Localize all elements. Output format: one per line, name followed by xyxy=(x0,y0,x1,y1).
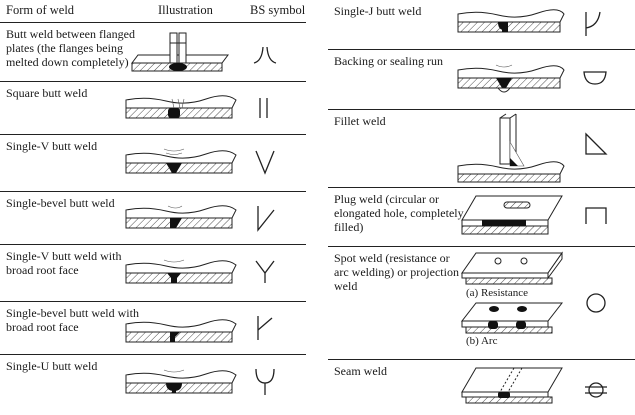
weld-name: Square butt weld xyxy=(6,86,88,100)
square-butt-illustration xyxy=(125,95,237,119)
table-header: Form of weld Illustration BS symbol xyxy=(0,0,306,23)
seam-weld-illustration xyxy=(461,367,563,404)
row-square-butt-weld: Square butt weld xyxy=(0,82,306,135)
header-form: Form of weld xyxy=(6,3,75,17)
single-v-symbol xyxy=(255,150,275,175)
single-v-broad-root-illustration xyxy=(125,259,237,284)
weld-name: Backing or sealing run xyxy=(334,54,443,68)
row-single-bevel-butt-weld: Single-bevel butt weld xyxy=(0,192,306,245)
row-fillet-weld: Fillet weld xyxy=(328,110,635,188)
left-column: Form of weld Illustration BS symbol Butt… xyxy=(0,0,306,411)
spot-arc-label: (b) Arc xyxy=(466,335,498,347)
fillet-weld-symbol xyxy=(585,132,608,155)
backing-run-symbol xyxy=(583,71,607,85)
row-seam-weld: Seam weld xyxy=(328,360,635,415)
plug-weld-illustration xyxy=(461,195,563,235)
single-v-illustration xyxy=(125,148,237,174)
weld-name: Seam weld xyxy=(334,364,387,378)
single-v-broad-root-symbol xyxy=(255,260,275,283)
weld-name: Fillet weld xyxy=(334,114,386,128)
flanged-butt-symbol xyxy=(253,46,277,64)
single-bevel-broad-root-illustration xyxy=(125,319,237,343)
weld-name: Single-V butt weld xyxy=(6,139,98,153)
plug-weld-symbol xyxy=(585,207,607,224)
spot-resistance-illustration xyxy=(461,251,563,285)
single-bevel-broad-root-symbol xyxy=(257,316,273,340)
single-u-illustration xyxy=(125,369,237,394)
header-illustration: Illustration xyxy=(158,3,213,17)
row-single-j-butt-weld: Single-J butt weld xyxy=(328,0,635,50)
weld-name: Single-U butt weld xyxy=(6,359,98,373)
row-single-v-butt-weld: Single-V butt weld xyxy=(0,135,306,192)
right-column: Single-J butt weld Backing or sealing ru… xyxy=(328,0,635,415)
row-backing-sealing-run: Backing or sealing run xyxy=(328,50,635,110)
weld-name: Single-J butt weld xyxy=(334,4,422,18)
flanged-weld-illustration xyxy=(131,32,229,72)
weld-name: Single-bevel butt weld xyxy=(6,196,115,210)
spot-weld-symbol xyxy=(586,293,606,313)
fillet-weld-illustration xyxy=(457,113,565,183)
single-j-illustration xyxy=(457,9,565,33)
spot-resistance-label: (a) Resistance xyxy=(466,287,528,299)
single-bevel-illustration xyxy=(125,205,237,229)
single-bevel-symbol xyxy=(257,206,275,232)
seam-weld-symbol xyxy=(585,382,607,398)
row-single-u-butt-weld: Single-U butt weld xyxy=(0,355,306,411)
single-u-symbol xyxy=(255,368,275,395)
header-symbol: BS symbol xyxy=(250,3,306,17)
square-butt-symbol xyxy=(259,98,268,118)
single-j-symbol xyxy=(585,11,601,36)
spot-arc-illustration xyxy=(460,302,564,334)
backing-run-illustration xyxy=(457,64,565,93)
